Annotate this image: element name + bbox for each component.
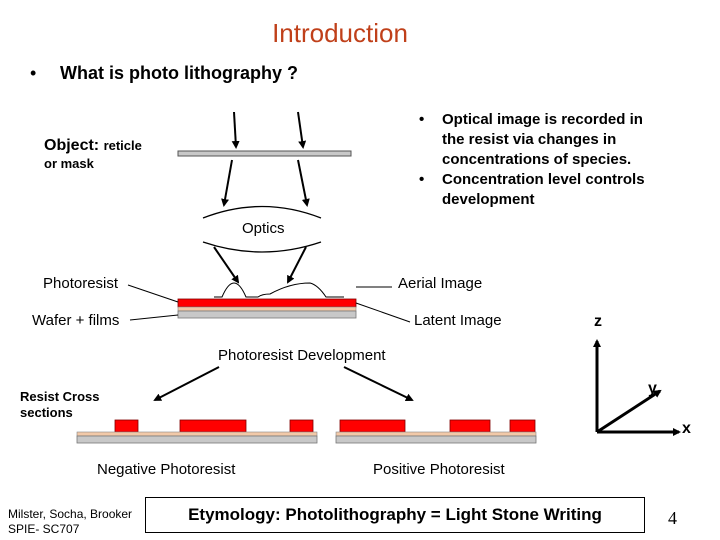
wafer-leader bbox=[129, 314, 179, 321]
latent-leader bbox=[355, 302, 411, 323]
negative-photoresist-label: Negative Photoresist bbox=[97, 461, 236, 478]
bullet-dot-2: • bbox=[419, 171, 425, 188]
photoresist-layer bbox=[177, 298, 357, 308]
positive-wafer-layer bbox=[335, 435, 537, 444]
resist-cross-label: Resist Cross sections bbox=[20, 389, 100, 420]
bullet-dot-1: • bbox=[419, 111, 425, 128]
wafer-label: Wafer + films bbox=[32, 312, 120, 329]
axis-y-label: y bbox=[648, 380, 657, 397]
object-label-main: Object: bbox=[44, 137, 104, 154]
question-bullet: • bbox=[30, 63, 37, 83]
optics-label: Optics bbox=[242, 220, 285, 237]
film-layer bbox=[177, 306, 357, 312]
slide-title: Introduction bbox=[272, 18, 408, 48]
object-label: Object: reticle bbox=[44, 137, 142, 155]
development-arrow-left bbox=[153, 366, 220, 401]
aerial-image-profile bbox=[214, 282, 344, 298]
positive-film-layer bbox=[335, 431, 537, 437]
illumination-arrow-left bbox=[231, 111, 240, 149]
positive-resist-block-2 bbox=[449, 419, 491, 433]
page-number: 4 bbox=[668, 508, 677, 528]
question-text: What is photo lithography ? bbox=[60, 63, 298, 83]
focus-arrow-2 bbox=[287, 246, 307, 284]
photoresist-leader bbox=[127, 284, 179, 303]
diffraction-arrow-2 bbox=[297, 159, 310, 207]
development-label: Photoresist Development bbox=[218, 347, 386, 364]
negative-resist-block-3 bbox=[289, 419, 314, 433]
positive-resist-block-1 bbox=[339, 419, 406, 433]
latent-image-label: Latent Image bbox=[414, 312, 502, 329]
wafer-layer bbox=[177, 310, 357, 319]
negative-wafer-layer bbox=[76, 435, 318, 444]
positive-photoresist-label: Positive Photoresist bbox=[373, 461, 505, 478]
authors-credit: Milster, Socha, Brooker SPIE- SC707 bbox=[8, 507, 133, 536]
optics-lens-top bbox=[202, 205, 322, 219]
focus-arrow-1 bbox=[213, 246, 240, 284]
object-label-line2: or mask bbox=[44, 156, 94, 171]
axis-y-arrow bbox=[596, 389, 662, 434]
diffraction-arrow-1 bbox=[221, 159, 233, 207]
axis-x-label: x bbox=[682, 420, 691, 437]
photoresist-label: Photoresist bbox=[43, 275, 119, 292]
reticle-mask bbox=[177, 150, 352, 157]
negative-film-layer bbox=[76, 431, 318, 437]
object-label-sub: reticle bbox=[103, 138, 142, 153]
aerial-image-label: Aerial Image bbox=[398, 275, 483, 292]
development-arrow-right bbox=[343, 366, 414, 401]
etymology-box: Etymology: Photolithography = Light Ston… bbox=[145, 497, 645, 533]
positive-resist-block-3 bbox=[509, 419, 536, 433]
negative-resist-block-1 bbox=[114, 419, 139, 433]
negative-resist-block-2 bbox=[179, 419, 247, 433]
optics-lens-bottom bbox=[202, 241, 322, 253]
illumination-arrow-right bbox=[297, 111, 307, 149]
axis-z-label: z bbox=[594, 313, 602, 330]
